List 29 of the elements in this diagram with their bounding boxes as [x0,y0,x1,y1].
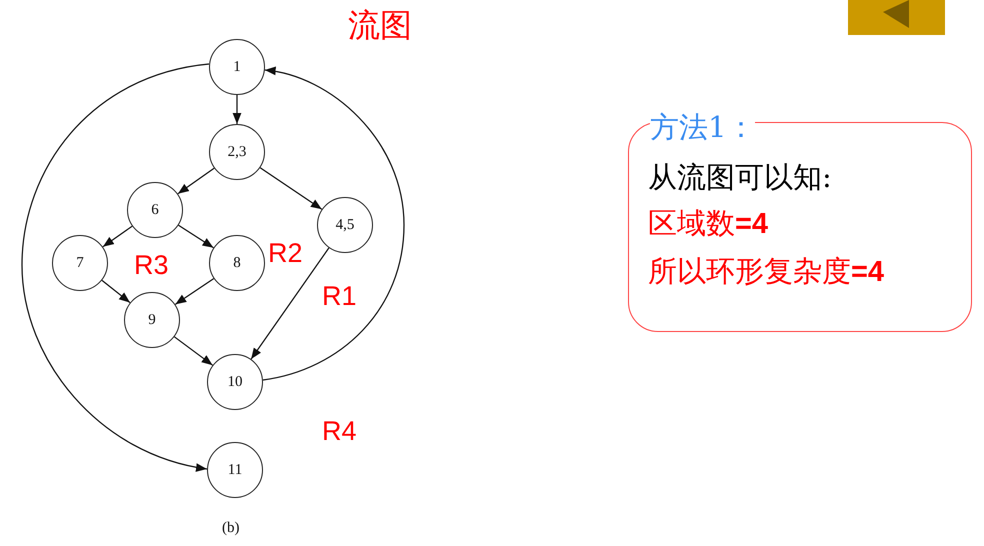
caption: (b) [222,520,240,537]
node-circle: 9 [124,292,180,348]
text-line: 所以环形复杂度=4 [648,256,884,288]
text-line: 区域数=4 [648,208,768,240]
node-circle: 10 [207,354,263,410]
arrow [21,63,210,472]
arrow [232,95,242,124]
arrow [178,224,214,248]
node-circle: 7 [52,235,108,291]
text-line: 从流图可以知: [648,162,832,192]
title: 流图 [348,5,412,46]
arrow [174,336,213,366]
arrow [262,67,405,381]
node-circle: 1 [209,39,265,95]
arrow [250,248,330,360]
node-circle: 6 [127,182,183,238]
region-label: R4 [322,418,357,445]
arrow [174,278,214,305]
arrow [102,280,130,304]
arrow [260,167,322,210]
arrow [102,226,132,248]
region-label: R2 [268,240,303,267]
node-circle: 8 [209,235,265,291]
node-circle: 2,3 [209,124,265,180]
node-circle: 11 [207,442,263,498]
region-label: R1 [322,283,357,310]
region-label: R3 [134,252,169,279]
node-circle: 4,5 [317,197,373,253]
arrow [178,168,214,194]
